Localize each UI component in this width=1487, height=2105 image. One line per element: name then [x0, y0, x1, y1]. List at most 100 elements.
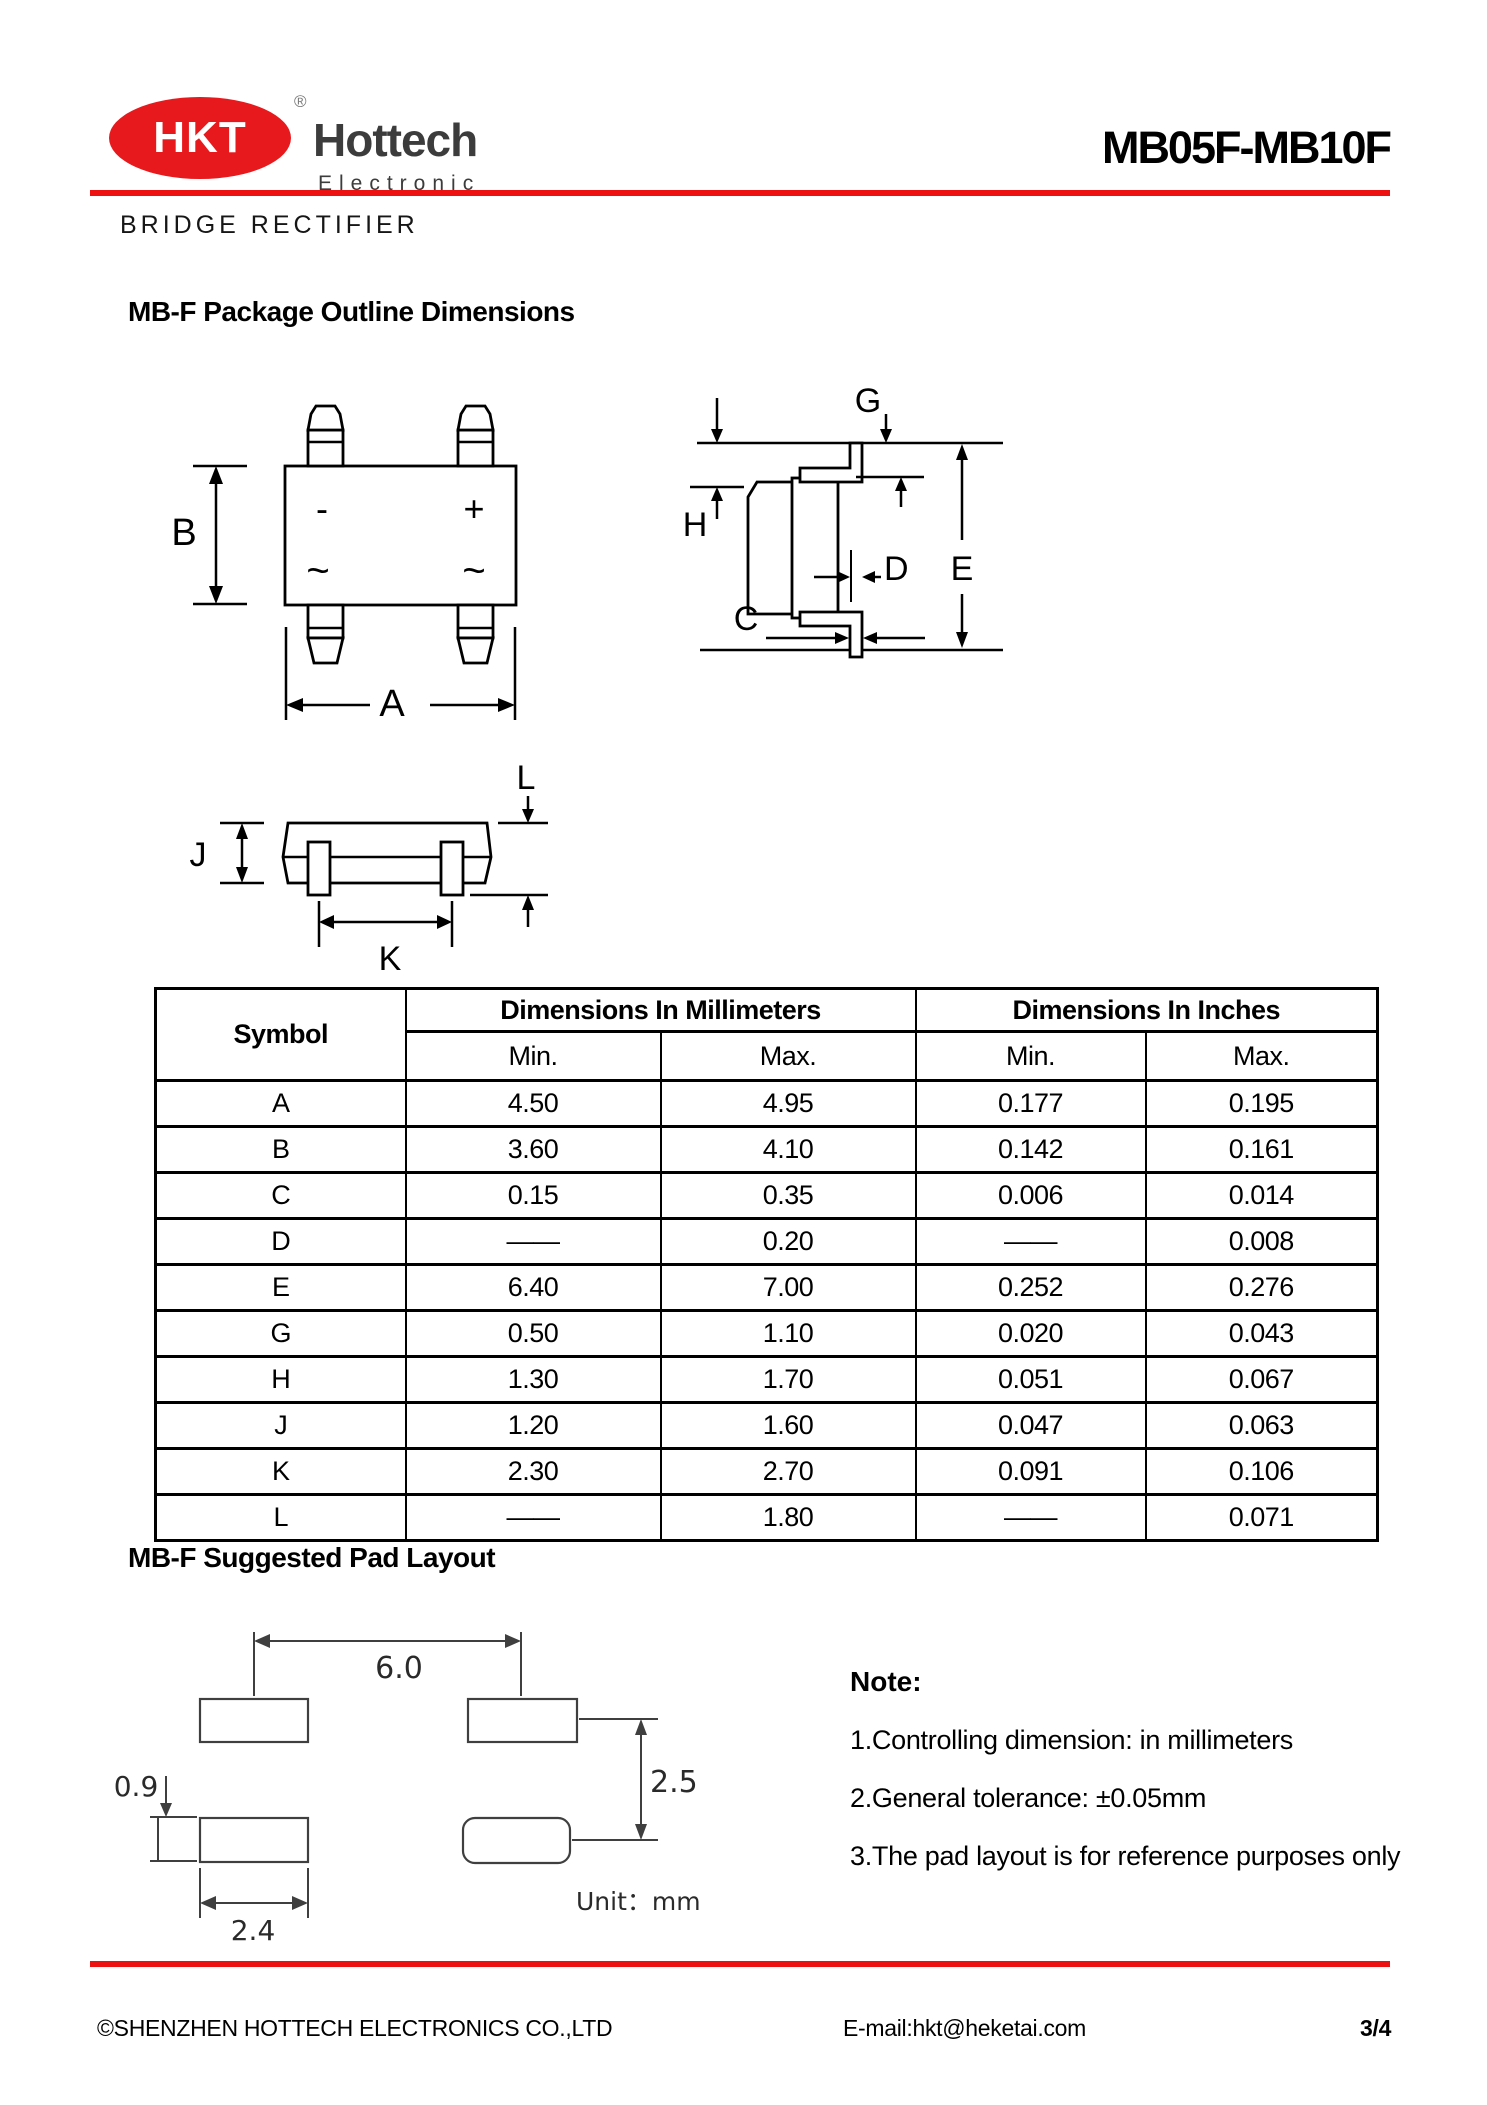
cell-symbol: H — [154, 1355, 407, 1404]
pad-bottom-left — [198, 1816, 310, 1864]
dimension-pad-height — [150, 1776, 197, 1862]
pin — [456, 603, 495, 665]
cell-in-min: 0.142 — [914, 1125, 1147, 1174]
cell-symbol: E — [154, 1263, 407, 1312]
cell-in-min: 0.252 — [914, 1263, 1147, 1312]
logo-name: Hottech — [313, 114, 478, 166]
cell-in-min: 0.006 — [914, 1171, 1147, 1220]
cell-in-max: 0.276 — [1144, 1263, 1379, 1312]
dimension-c — [766, 632, 925, 644]
dimension-pitch — [253, 1632, 522, 1696]
cell-mm-min: 1.20 — [404, 1401, 662, 1450]
cell-mm-min: 0.50 — [404, 1309, 662, 1358]
dimension-row-gap — [572, 1718, 658, 1841]
dimension-pad-width — [199, 1868, 309, 1918]
cell-mm-max: 0.35 — [659, 1171, 917, 1220]
part-number: MB05F-MB10F — [1101, 122, 1392, 173]
dimensions-table: Symbol Dimensions In Millimeters Dimensi… — [154, 987, 1380, 1542]
col-header-mm-max: Max. — [659, 1030, 917, 1082]
dim-label-e: E — [951, 550, 974, 588]
dim-label-k: K — [379, 940, 402, 978]
cell-mm-max: 1.60 — [659, 1401, 917, 1450]
lead-pad — [439, 840, 465, 897]
footer-email: E-mail:hkt@heketai.com — [843, 2015, 1086, 2041]
pin — [306, 404, 345, 468]
dimension-e — [956, 444, 968, 648]
cell-mm-min: 1.30 — [404, 1355, 662, 1404]
cell-in-min: 0.177 — [914, 1079, 1147, 1128]
cell-in-max: 0.161 — [1144, 1125, 1379, 1174]
dimension-a — [284, 627, 517, 720]
dim-label-j: J — [190, 836, 207, 874]
cell-symbol: D — [154, 1217, 407, 1266]
cell-symbol: B — [154, 1125, 407, 1174]
cell-mm-max: 2.70 — [659, 1447, 917, 1496]
hkt-logo-icon: HKT — [109, 97, 291, 179]
cell-in-max: 0.071 — [1144, 1493, 1379, 1542]
dim-label-a: A — [379, 683, 405, 725]
end-view: J K L — [190, 759, 548, 978]
pad-layout-drawing: 6.0 0.9 2.4 2.5 Unit：mm — [114, 1632, 701, 1947]
side-view: G H D — [683, 382, 1003, 659]
dimension-l — [470, 796, 548, 927]
col-header-in-max: Max. — [1144, 1030, 1379, 1082]
dim-label-d: D — [884, 550, 909, 588]
table-row: L——1.80——0.071 — [154, 1493, 1379, 1542]
col-header-symbol: Symbol — [154, 987, 407, 1082]
table-row: D——0.20——0.008 — [154, 1217, 1379, 1266]
note-item-3: 3.The pad layout is for reference purpos… — [850, 1841, 1401, 1871]
cell-mm-min: 6.40 — [404, 1263, 662, 1312]
dimension-h — [690, 398, 744, 519]
cell-in-max: 0.195 — [1144, 1079, 1379, 1128]
cell-symbol: L — [154, 1493, 407, 1542]
cell-in-min: —— — [914, 1217, 1147, 1266]
cell-in-min: 0.047 — [914, 1401, 1147, 1450]
cell-symbol: J — [154, 1401, 407, 1450]
note-item-1: 1.Controlling dimension: in millimeters — [850, 1725, 1293, 1755]
pin — [306, 603, 345, 665]
dimension-j — [220, 821, 264, 885]
cell-symbol: K — [154, 1447, 407, 1496]
logo-subtitle: Electronic — [318, 172, 481, 195]
cell-symbol: C — [154, 1171, 407, 1220]
note-block: Note: 1.Controlling dimension: in millim… — [850, 1666, 1450, 1872]
logo-abbr: HKT — [153, 113, 247, 162]
body-profile — [746, 480, 797, 616]
pad-top-right — [466, 1697, 579, 1744]
registered-mark: ® — [294, 92, 307, 111]
lead-frame-plate — [790, 476, 840, 620]
cell-in-max: 0.063 — [1144, 1401, 1379, 1450]
product-category: BRIDGE RECTIFIER — [120, 211, 419, 239]
cell-mm-min: 0.15 — [404, 1171, 662, 1220]
dim-label-h: H — [683, 506, 708, 544]
dim-label-b: B — [171, 512, 196, 554]
lead-pad — [306, 840, 332, 897]
polarity-ac-right: ~ — [462, 549, 485, 593]
note-item-2: 2.General tolerance: ±0.05mm — [850, 1783, 1207, 1813]
pad-dim-width: 2.4 — [231, 1914, 276, 1947]
header-divider — [90, 190, 1390, 196]
footer-divider — [90, 1961, 1390, 1967]
cell-in-max: 0.106 — [1144, 1447, 1379, 1496]
pin — [456, 404, 495, 468]
note-title: Note: — [850, 1666, 922, 1697]
polarity-ac-left: ~ — [306, 549, 329, 593]
dim-label-l: L — [517, 759, 536, 797]
col-group-inches: Dimensions In Inches — [914, 987, 1379, 1033]
cell-in-max: 0.067 — [1144, 1355, 1379, 1404]
cell-in-min: 0.020 — [914, 1309, 1147, 1358]
cell-in-min: —— — [914, 1493, 1147, 1542]
cell-in-max: 0.043 — [1144, 1309, 1379, 1358]
col-header-in-min: Min. — [914, 1030, 1147, 1082]
front-view: - + ~ ~ B A — [171, 404, 518, 725]
cell-mm-max: 0.20 — [659, 1217, 917, 1266]
dimension-b — [193, 464, 247, 606]
cell-mm-max: 1.10 — [659, 1309, 917, 1358]
cell-symbol: A — [154, 1079, 407, 1128]
